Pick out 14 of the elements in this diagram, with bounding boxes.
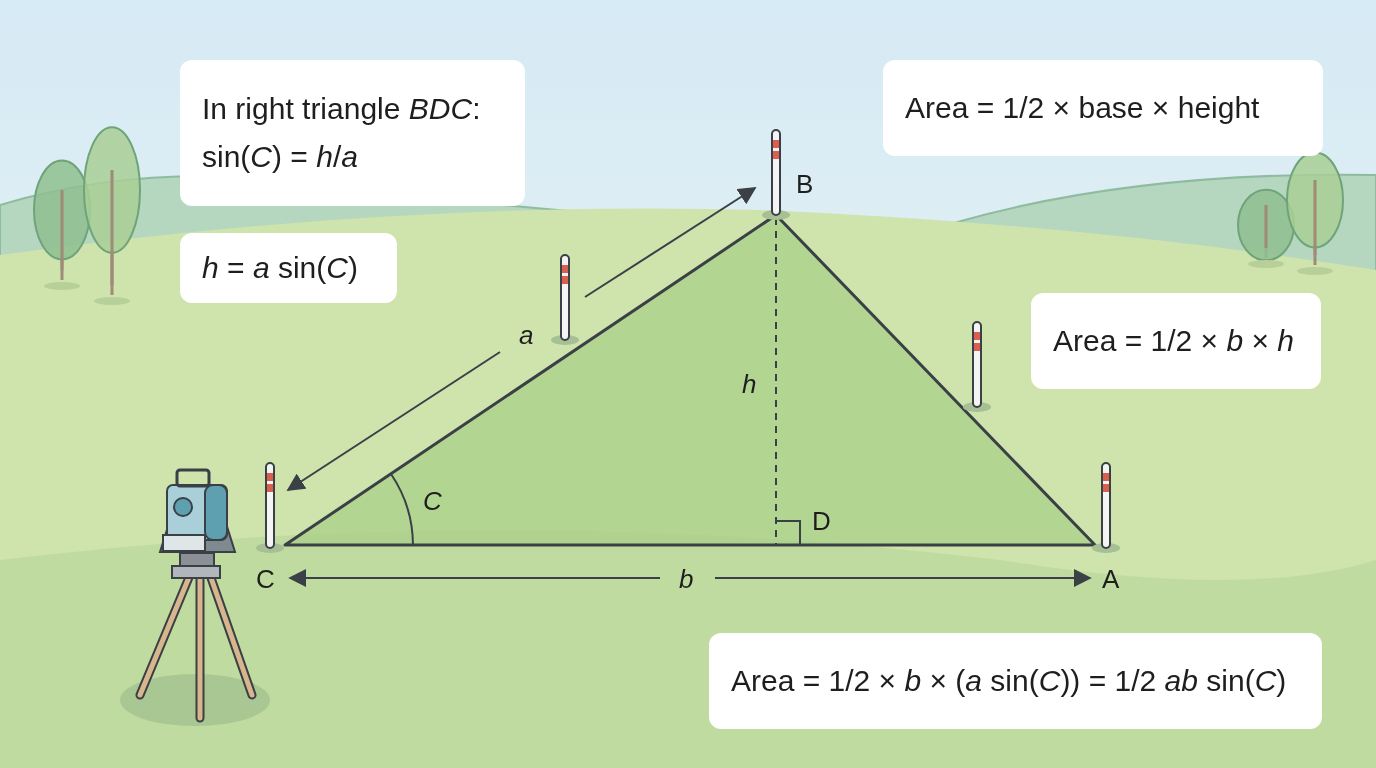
vertex-label: C [256, 566, 275, 592]
formula-card: Area = 1/2 × b × h [1031, 293, 1321, 389]
side-label: b [679, 566, 694, 592]
vertex-label: A [1102, 566, 1120, 592]
formula-card: h = a sin(C) [180, 233, 397, 303]
formula-card: Area = 1/2 × b × (a sin(C)) = 1/2 ab sin(C) [709, 633, 1322, 729]
caption-text: In right triangle BDC: [202, 92, 482, 126]
formula: sin(C) = h/a [202, 140, 359, 174]
point-label: D [812, 508, 831, 534]
height-label: h [742, 371, 757, 397]
angle-label: C [423, 488, 442, 514]
side-label: a [519, 322, 534, 348]
vertex-label: B [796, 171, 814, 197]
formula-card: Area = 1/2 × base × height [883, 60, 1323, 156]
